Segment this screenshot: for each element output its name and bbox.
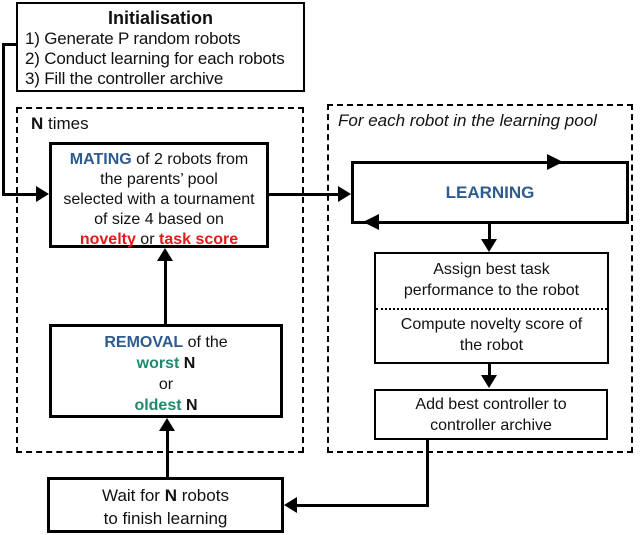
assign-compute-divider	[376, 308, 607, 310]
compute-line-1: Compute novelty score of	[400, 316, 583, 333]
mating-line-1: MATING of 2 robots from	[52, 150, 266, 170]
mating-line-5: novelty or task score	[52, 230, 266, 250]
learning-label: LEARNING	[445, 183, 535, 202]
oldest-n: N	[181, 397, 198, 414]
mating-or: or	[135, 231, 159, 248]
removal-line-2: worst N	[52, 353, 280, 374]
novelty-keyword: novelty	[79, 231, 136, 248]
add-controller-box: Add best controller to controller archiv…	[374, 389, 608, 440]
initialisation-title: Initialisation	[107, 8, 213, 28]
compute-line-2: the robot	[459, 337, 524, 354]
initialisation-box: Initialisation 1) Generate P random robo…	[16, 2, 305, 92]
learning-loop-top-arrowhead	[547, 154, 563, 170]
arrow-add-to-wait-segment-down	[426, 440, 429, 507]
learning-pool-container	[327, 104, 633, 453]
removal-keyword: REMOVAL	[104, 334, 184, 351]
learning-box: LEARNING	[351, 161, 629, 224]
arrow-assign-to-add-line	[488, 364, 491, 377]
arrow-assign-to-add-head	[481, 375, 497, 388]
task-score-keyword: task score	[158, 231, 239, 248]
arrow-add-to-wait-segment-left	[294, 504, 429, 507]
arrow-init-segment-side	[2, 43, 5, 196]
learning-pool-label: For each robot in the learning pool	[338, 111, 597, 130]
mating-line-1-rest: of 2 robots from	[131, 151, 249, 168]
arrow-init-to-mating-head	[36, 186, 49, 202]
n-times-label-n: N	[31, 114, 44, 133]
wait-line-1-pre: Wait for	[102, 486, 165, 505]
arrow-wait-to-removal-line	[166, 429, 169, 477]
arrow-wait-to-removal-head	[159, 418, 175, 431]
init-step-1: 1) Generate P random robots	[25, 29, 241, 48]
n-times-label-rest: times	[43, 114, 89, 133]
assign-line-1: Assign best task	[433, 261, 550, 278]
mating-line-3: selected with a tournament	[63, 191, 255, 208]
add-line-2: controller archive	[430, 417, 552, 434]
wait-box: Wait for N robots to finish learning	[47, 477, 284, 533]
worst-keyword: worst	[136, 355, 180, 372]
arrow-removal-to-mating-head	[157, 248, 173, 261]
assign-compute-box: Assign best task performance to the robo…	[374, 252, 609, 364]
removal-line-1: REMOVAL of the	[52, 332, 280, 353]
worst-n: N	[179, 355, 196, 372]
arrow-learning-to-assign-line	[488, 224, 491, 242]
arrow-learning-to-assign-head	[481, 239, 497, 252]
arrow-init-segment-bottom	[2, 193, 38, 196]
wait-line-1-post: robots	[176, 486, 229, 505]
init-step-3: 3) Fill the controller archive	[25, 69, 224, 88]
arrow-init-segment-top	[2, 43, 17, 46]
removal-line-4: oldest N	[52, 395, 280, 416]
arrow-removal-to-mating-line	[164, 259, 167, 324]
n-times-label: N times	[31, 114, 89, 134]
init-step-2: 2) Conduct learning for each robots	[25, 49, 285, 68]
mating-line-4: of size 4 based on	[94, 211, 224, 228]
mating-box: MATING of 2 robots from the parents’ poo…	[49, 142, 269, 248]
arrow-add-to-wait-head	[284, 497, 297, 513]
add-line-1: Add best controller to	[415, 396, 567, 413]
removal-box: REMOVAL of the worst N or oldest N	[49, 324, 283, 418]
mating-keyword: MATING	[69, 151, 132, 168]
n-times-container	[16, 107, 304, 453]
arrow-mating-to-learning-head	[338, 186, 351, 202]
learning-loop-bottom-arrowhead	[363, 214, 379, 230]
wait-line-1: Wait for N robots	[50, 484, 281, 507]
oldest-keyword: oldest	[134, 397, 182, 414]
wait-line-2: to finish learning	[103, 509, 228, 528]
arrow-mating-to-learning-line	[269, 193, 339, 196]
assign-line-2: performance to the robot	[403, 282, 580, 299]
wait-n: N	[164, 486, 177, 505]
removal-line-1-rest: of the	[183, 334, 228, 351]
removal-line-3: or	[158, 376, 174, 393]
mating-line-2: the parents’ pool	[100, 171, 218, 188]
